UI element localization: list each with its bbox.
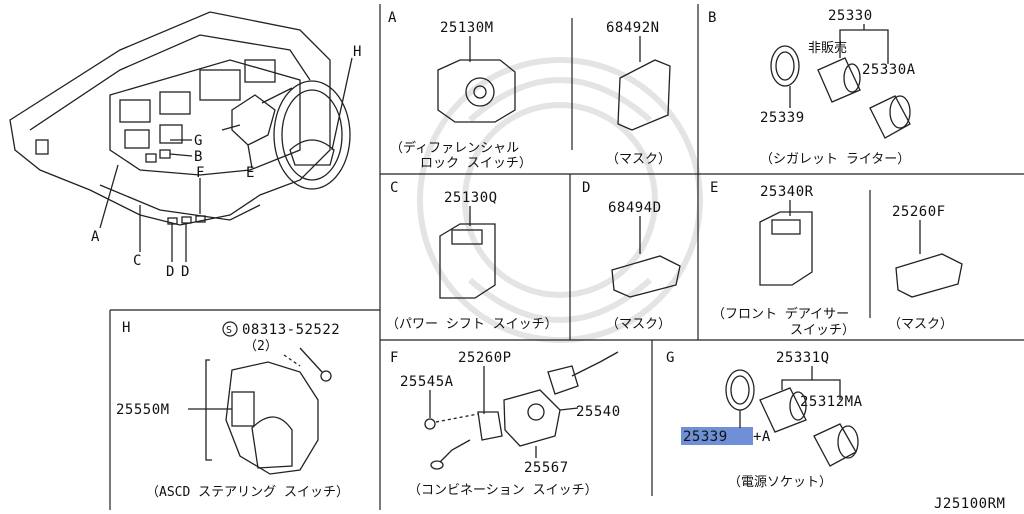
cigarette-lighter-drawing bbox=[770, 24, 911, 139]
caption-a3: （マスク） bbox=[606, 152, 671, 167]
part-25567: 25567 bbox=[524, 460, 569, 476]
mask-a-drawing bbox=[617, 36, 671, 131]
diff-lock-switch-drawing bbox=[437, 36, 516, 123]
caption-a1: （ディファレンシャル bbox=[390, 140, 519, 156]
ascd-switch-drawing bbox=[188, 347, 332, 475]
caption-e3: （マスク） bbox=[888, 317, 953, 332]
part-25339-b: 25339 bbox=[760, 110, 805, 126]
callout-c: C bbox=[133, 253, 142, 269]
callout-e: F bbox=[196, 165, 205, 181]
panel-borders bbox=[109, 4, 1024, 510]
power-socket-drawing bbox=[725, 366, 859, 467]
power-shift-switch-drawing bbox=[439, 206, 496, 299]
section-a: A 25130M （ディファレンシャル ロック スイッチ） 68492N （マス… bbox=[388, 10, 671, 171]
section-f-letter: F bbox=[390, 350, 398, 366]
section-g-letter: G bbox=[666, 350, 674, 366]
callout-b: B bbox=[194, 149, 203, 165]
section-c-letter: C bbox=[390, 180, 398, 196]
section-g: G 25331Q 25312MA 25339 +A （電源ソケット） bbox=[666, 350, 863, 490]
overview-callouts: H E G B F A C D D bbox=[91, 44, 362, 280]
section-f: F 25260P 25545A 25540 25567 （コンビネーション スイ… bbox=[390, 350, 621, 498]
part-25312ma: 25312MA bbox=[800, 394, 863, 410]
caption-d: （マスク） bbox=[606, 317, 671, 332]
qty-h: （2） bbox=[244, 339, 278, 354]
screw-symbol-icon bbox=[222, 321, 238, 337]
caption-e1: （フロント デアイサー bbox=[712, 306, 849, 322]
not-sold-note: 非販売 bbox=[808, 40, 847, 56]
section-d-letter: D bbox=[582, 180, 590, 196]
callout-d1: D bbox=[166, 264, 175, 280]
part-25339-g: 25339 bbox=[683, 429, 728, 445]
overview-dashboard bbox=[9, 11, 353, 262]
callout-g: G bbox=[194, 133, 203, 149]
part-25340r: 25340R bbox=[760, 184, 814, 200]
part-25545a: 25545A bbox=[400, 374, 454, 390]
part-25130m: 25130M bbox=[440, 20, 494, 36]
section-h: H S 08313-52522 （2） 25550M （ASCD ステアリング … bbox=[116, 320, 349, 500]
part-25540: 25540 bbox=[576, 404, 621, 420]
part-25339-highlight bbox=[681, 427, 753, 445]
section-b-letter: B bbox=[708, 10, 716, 26]
callout-f: E bbox=[246, 165, 255, 181]
section-e-letter: E bbox=[710, 180, 718, 196]
mask-d-drawing bbox=[611, 216, 681, 298]
part-25550m: 25550M bbox=[116, 402, 170, 418]
mask-e-drawing bbox=[895, 220, 963, 298]
caption-c: （パワー シフト スイッチ） bbox=[386, 317, 558, 332]
callout-d2: D bbox=[181, 264, 190, 280]
section-d: D 68494D （マスク） bbox=[582, 180, 681, 332]
caption-b: （シガレット ライター） bbox=[760, 152, 910, 167]
callout-a: A bbox=[91, 229, 100, 245]
part-25339-suffix: +A bbox=[753, 429, 771, 445]
part-25260p: 25260P bbox=[458, 350, 512, 366]
part-68494d: 68494D bbox=[608, 200, 662, 216]
part-25331q: 25331Q bbox=[776, 350, 830, 366]
diagram-code: J25100RM bbox=[934, 496, 1005, 510]
part-25330a: 25330A bbox=[862, 62, 916, 78]
part-08313-52522: 08313-52522 bbox=[242, 322, 340, 338]
section-b: B 25330 非販売 25330A 25339 （シガレット ライター） bbox=[708, 8, 916, 167]
part-68492n: 68492N bbox=[606, 20, 660, 36]
front-deicer-switch-drawing bbox=[759, 200, 813, 286]
part-25130q: 25130Q bbox=[444, 190, 498, 206]
caption-g: （電源ソケット） bbox=[728, 475, 832, 490]
caption-h: （ASCD ステアリング スイッチ） bbox=[146, 485, 349, 500]
part-25330: 25330 bbox=[828, 8, 873, 24]
part-25260f: 25260F bbox=[892, 204, 946, 220]
svg-text:S: S bbox=[226, 325, 232, 336]
section-h-letter: H bbox=[122, 320, 130, 336]
section-c: C 25130Q （パワー シフト スイッチ） bbox=[386, 180, 558, 332]
caption-a2: ロック スイッチ） bbox=[420, 156, 532, 171]
callout-h: H bbox=[353, 44, 362, 60]
section-e: E 25340R （フロント デアイサー スイッチ） 25260F （マスク） bbox=[710, 180, 963, 338]
combination-switch-drawing bbox=[424, 351, 619, 470]
caption-f: （コンビネーション スイッチ） bbox=[408, 483, 598, 498]
section-a-letter: A bbox=[388, 10, 397, 26]
caption-e2: スイッチ） bbox=[790, 323, 855, 338]
